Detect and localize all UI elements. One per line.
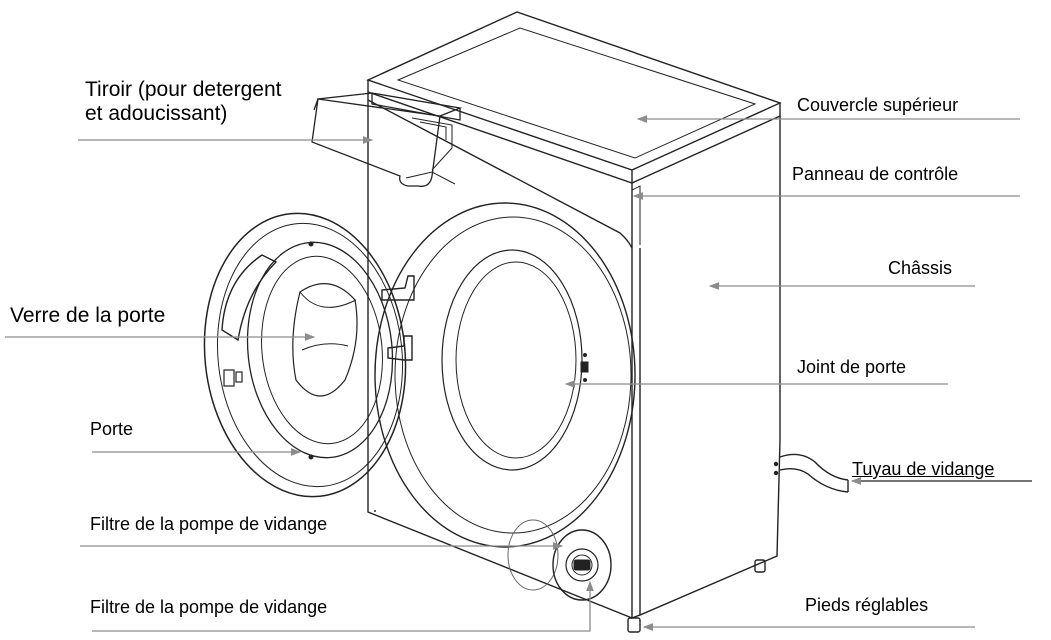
machine-body: [366, 11, 782, 633]
label-porte: Porte: [90, 419, 134, 439]
open-door: [203, 212, 407, 498]
label-tuyau: Tuyau de vidange: [852, 459, 995, 479]
label-couvercle: Couvercle supérieur: [797, 95, 959, 115]
leader-filtre-2: [92, 580, 594, 632]
label-tiroir: Tiroir (pour detergent et adoucissant): [85, 78, 282, 126]
label-pieds: Pieds réglables: [805, 595, 929, 615]
label-panneau: Panneau de contrôle: [792, 164, 959, 184]
door-seal: [374, 202, 636, 548]
door-handle: [221, 254, 278, 342]
detergent-drawer: [311, 92, 463, 187]
leader-lines: [5, 115, 1032, 632]
top-lid-outline: [366, 11, 782, 171]
drain-filter: [507, 519, 612, 601]
label-filtre-2: Filtre de la pompe de vidange: [90, 597, 328, 617]
chassis-side: [639, 116, 781, 617]
label-chassis: Châssis: [888, 258, 953, 278]
door-glass: [292, 283, 358, 397]
foot-right: [754, 559, 766, 573]
label-verre: Verre de la porte: [10, 304, 166, 327]
label-joint: Joint de porte: [797, 357, 907, 377]
foot-front: [627, 617, 641, 633]
label-filtre-1: Filtre de la pompe de vidange: [90, 514, 328, 534]
drain-hose: [773, 453, 849, 493]
chassis-front: [367, 100, 633, 619]
top-lid-inner: [396, 27, 757, 159]
